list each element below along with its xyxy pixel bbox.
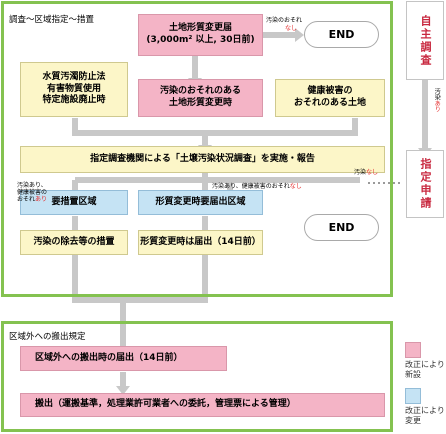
- legend-label-changed: 改正により 変更: [405, 406, 445, 425]
- section-label-export: 区域外への搬出規定: [9, 332, 86, 342]
- main-process-frame: [1, 1, 393, 297]
- note-left-branch-emph: あり: [35, 195, 48, 203]
- voluntary-survey-box: 自主調査: [406, 1, 444, 80]
- designation-application-box: 指定申請: [406, 150, 444, 218]
- note-right-branch-emph: なし: [366, 169, 379, 176]
- note-side-contamination: 汚染あり: [433, 88, 440, 112]
- designation-application-label: 指定申請: [419, 158, 432, 210]
- change-notice-box: 形質変更時は届出（14日前）: [138, 230, 263, 255]
- note-side-contamination-emph: あり: [433, 100, 441, 112]
- arrowhead-top-to-end: [295, 28, 304, 42]
- note-mid-branch-text: 汚染あり、健康被害のおそれ: [212, 183, 290, 190]
- water-law-box: 水質汚濁防止法 有害物質使用 特定施設廃止時: [20, 62, 128, 117]
- legend-swatch-new: [405, 342, 421, 358]
- connector-tier2-merge: [72, 118, 358, 136]
- note-right-branch: 汚染なし: [354, 169, 378, 177]
- legend-swatch-changed: [405, 388, 421, 404]
- land-change-notice-box: 土地形質変更届 (3,000m² 以上, 30日前): [138, 14, 263, 56]
- removal-measures-box: 汚染の除去等の措置: [20, 230, 128, 255]
- section-label-main: 調査〜区域指定〜措置: [9, 15, 95, 25]
- export-rules-frame: [1, 321, 393, 432]
- note-left-branch-line1: 汚染あり、: [17, 182, 47, 189]
- note-side-contamination-text: 汚染: [433, 88, 441, 100]
- arrowhead-export-to-disposal: [116, 386, 130, 395]
- end-terminal-top: END: [304, 21, 379, 48]
- export-notice-box: 区域外への搬出時の届出（14日前）: [20, 346, 227, 371]
- note-mid-branch-emph: なし: [289, 183, 302, 190]
- legend-label-new: 改正により 新設: [405, 360, 445, 379]
- note-left-branch: 汚染あり、 健康被害の おそれあり: [17, 182, 48, 204]
- voluntary-survey-label: 自主調査: [419, 14, 432, 67]
- health-damage-risk-box: 健康被害の おそれのある土地: [275, 79, 385, 117]
- note-top-risk-text: 汚染のおそれ: [266, 17, 303, 24]
- contamination-risk-change-box: 汚染のおそれのある 土地形質変更時: [138, 79, 263, 117]
- note-mid-branch: 汚染あり、健康被害のおそれなし: [212, 183, 302, 191]
- note-right-branch-text: 汚染: [354, 169, 367, 176]
- note-top-risk-emph: なし: [285, 24, 298, 32]
- designated-survey-box: 指定調査機関による「土壌汚染状況調査」を実施・報告: [20, 146, 385, 173]
- export-box: 搬出（運搬基準，処理業許可業者への委託，管理票による管理）: [20, 393, 385, 417]
- change-notice-area-box: 形質変更時要届出区域: [138, 190, 263, 215]
- note-left-branch-line3: おそれ: [17, 195, 36, 203]
- note-left-branch-line2: 健康被害の: [17, 188, 48, 196]
- note-top-risk: 汚染のおそれ なし: [266, 17, 302, 32]
- connector-lower-merge: [72, 255, 208, 303]
- end-terminal-middle: END: [304, 214, 379, 241]
- action-area-box: 要措置区域: [20, 190, 128, 215]
